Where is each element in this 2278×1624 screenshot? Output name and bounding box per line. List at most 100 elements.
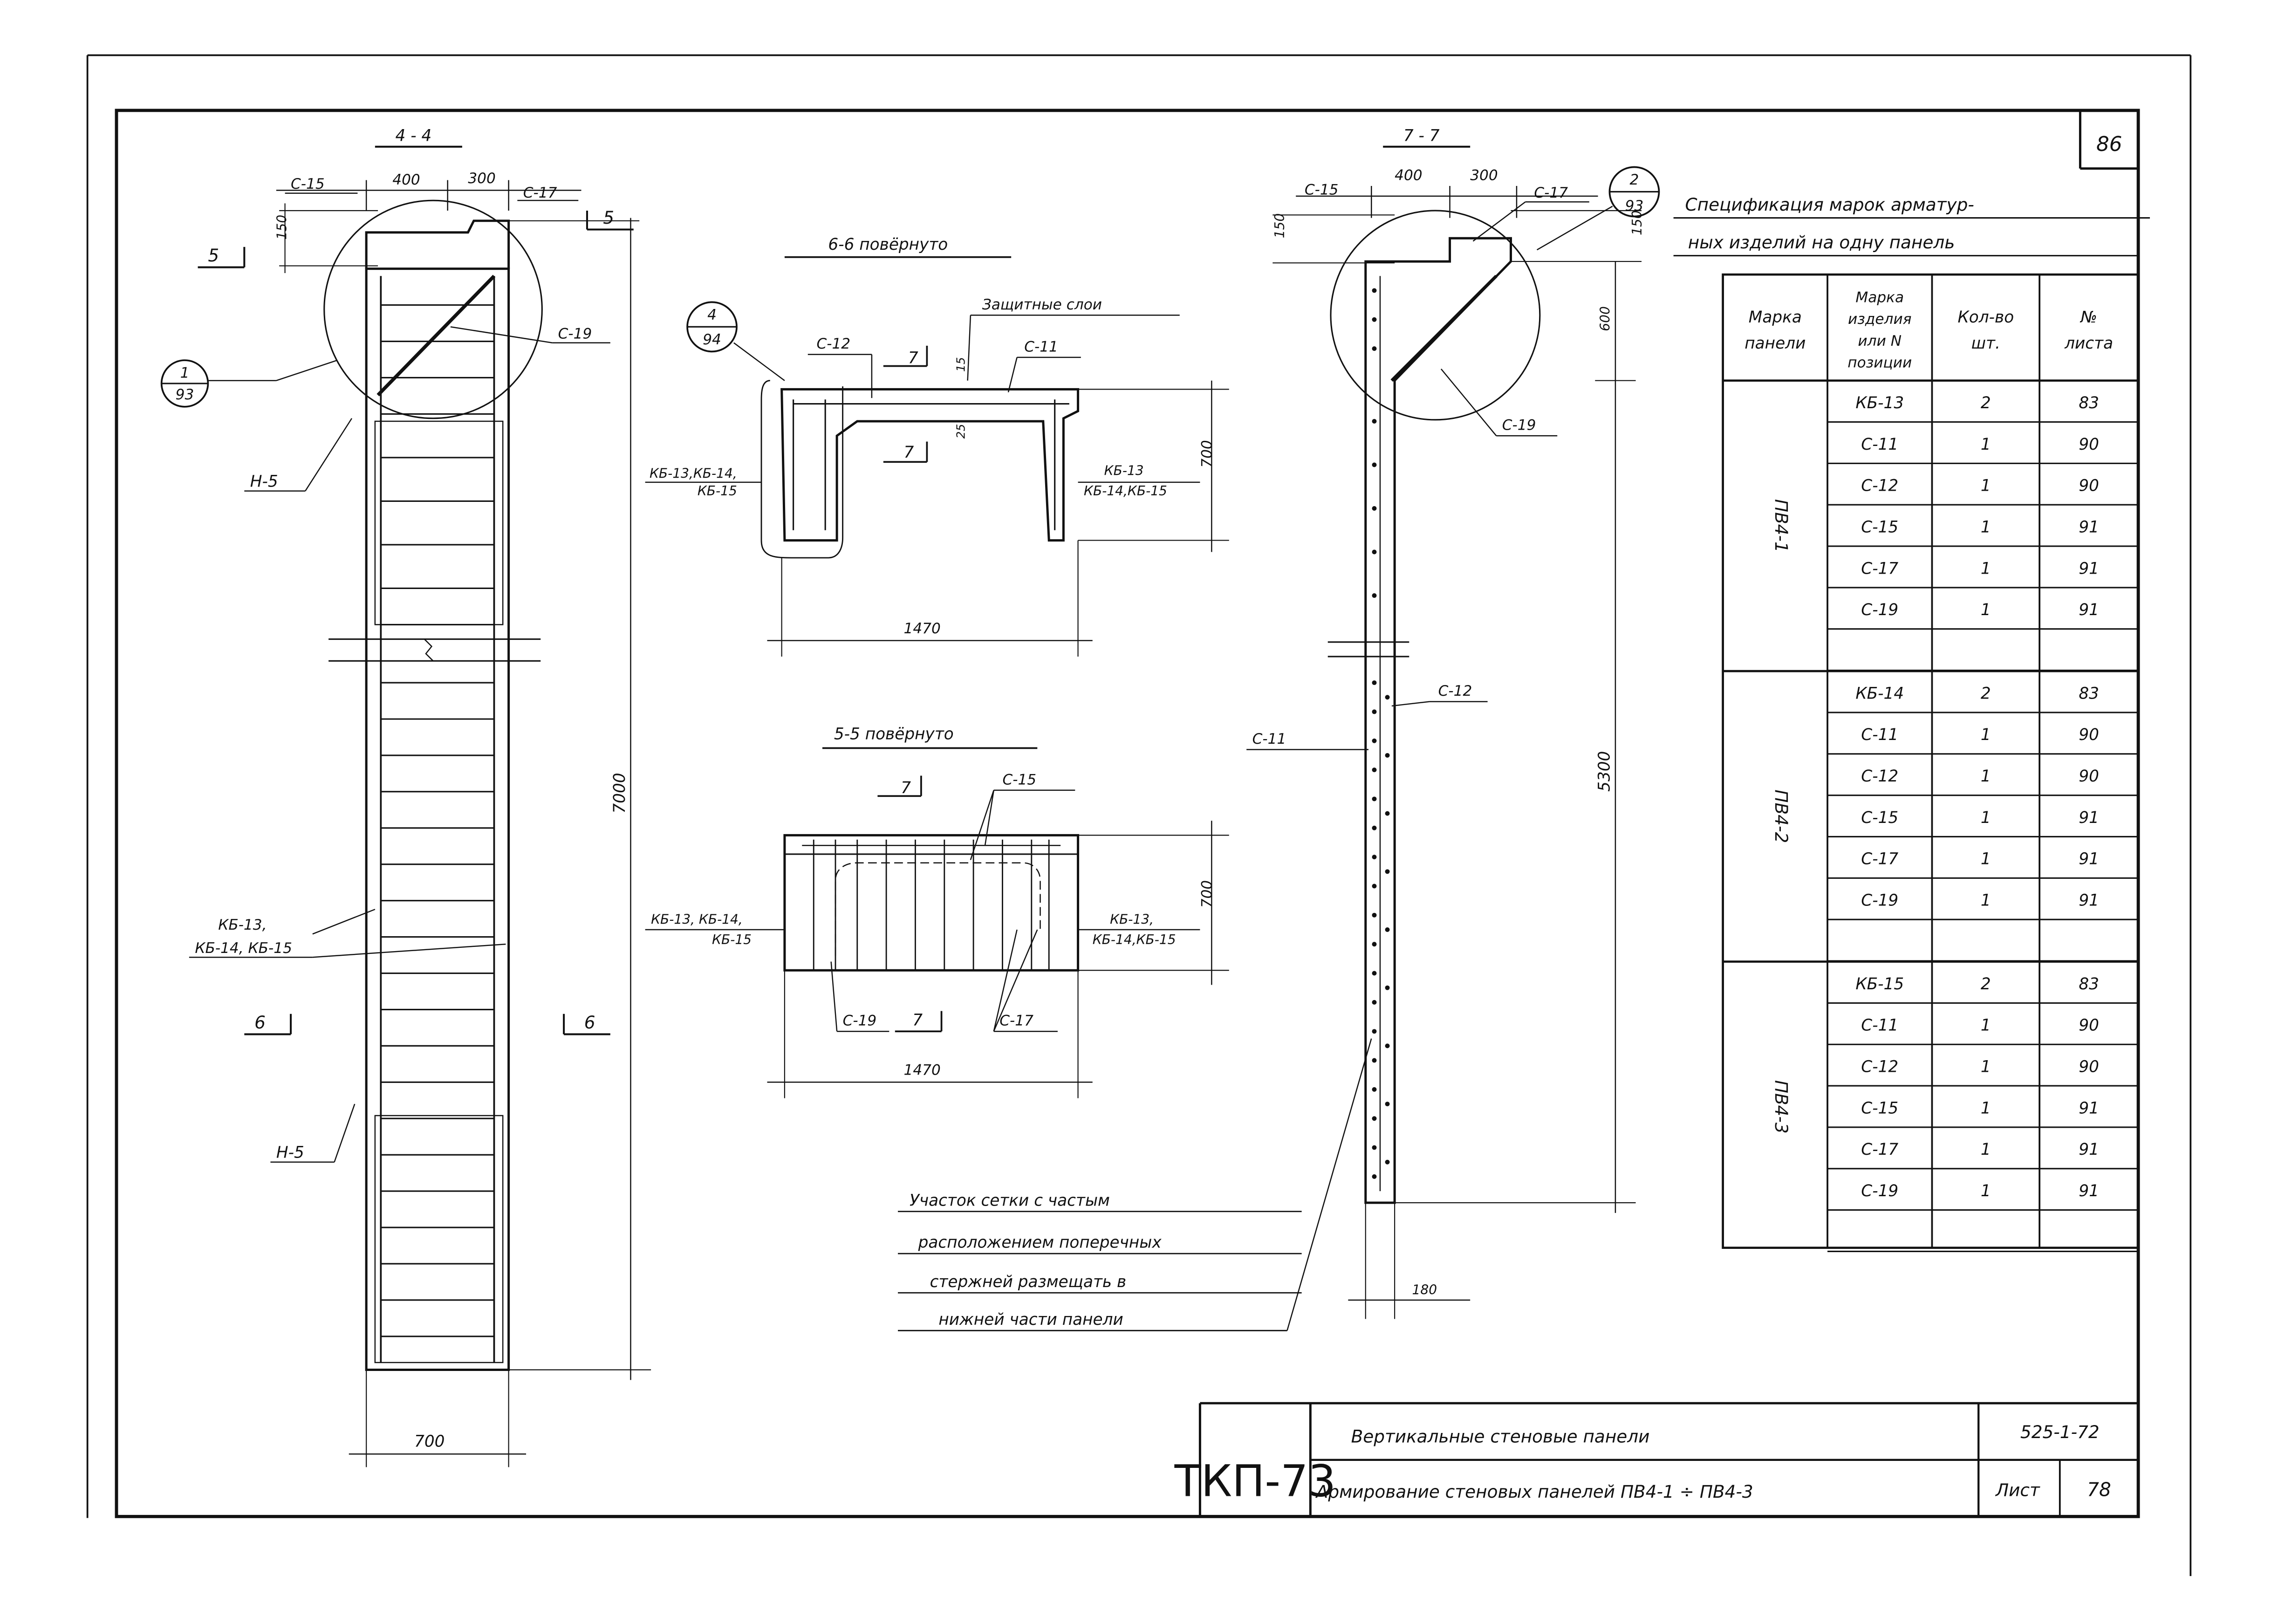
spec-h3b: шт. [1971, 334, 2000, 353]
label-n5-bottom: Н-5 [276, 1143, 304, 1162]
spec-cell: 91 [2079, 1099, 2099, 1117]
label-c15: С-15 [291, 176, 325, 192]
spec-cell: 91 [2079, 891, 2099, 910]
spec-cell: 91 [2079, 850, 2099, 869]
dim-150: 150 [274, 215, 290, 240]
dim-700-55: 700 [1198, 880, 1215, 908]
spec-cell: С-17 [1861, 850, 1898, 869]
spec-cell: 1 [1981, 518, 1991, 536]
section-6-6-title: 6-6 повёрнуто [828, 235, 948, 254]
spec-cell: С-11 [1861, 726, 1898, 744]
callout-2-bottom: 93 [1625, 198, 1644, 214]
spec-cell: 91 [2079, 1182, 2099, 1200]
note-line-4: нижней части панели [938, 1310, 1123, 1329]
spec-cell: 1 [1981, 477, 1991, 495]
label-c19-77: С-19 [1502, 417, 1536, 434]
spec-title-2: ных изделий на одну панель [1688, 232, 1955, 253]
spec-cell: С-19 [1861, 891, 1898, 910]
spec-header: Спецификация марок арматур- ных изделий … [1673, 194, 2150, 257]
dim-700-66: 700 [1198, 440, 1215, 467]
spec-cell: 1 [1981, 1140, 1991, 1159]
mark-7-top: 7 [908, 349, 918, 367]
kb-right-1: КБ-13 [1104, 463, 1144, 478]
mark-7-bottom: 7 [904, 443, 914, 462]
label-n5-top: Н-5 [250, 472, 278, 491]
spec-h2c: или N [1858, 333, 1902, 349]
label-kb-b: КБ-14, КБ-15 [195, 940, 292, 957]
spec-cell: С-15 [1861, 1099, 1898, 1117]
note-line-2: расположением поперечных [918, 1233, 1162, 1252]
section-7-7-title: 7 - 7 [1403, 126, 1440, 145]
spec-cell: 90 [2079, 477, 2099, 495]
spec-cell: 83 [2079, 394, 2099, 412]
label-c19-55: С-19 [843, 1013, 877, 1029]
spec-cell: 1 [1981, 891, 1991, 910]
spec-h4a: № [2080, 308, 2097, 327]
kb-right-2: КБ-14,КБ-15 [1084, 483, 1167, 499]
callout-1-top: 1 [180, 364, 190, 381]
spec-cell: С-15 [1861, 518, 1898, 536]
callout-4-bottom: 94 [703, 331, 721, 348]
spec-title-1: Спецификация марок арматур- [1685, 194, 1974, 215]
spec-panel-3: ПВ4-3 [1771, 1080, 1792, 1134]
dim-15: 15 [954, 357, 967, 372]
title-line-1: Вертикальные стеновые панели [1351, 1426, 1650, 1446]
spec-cell: 91 [2079, 559, 2099, 578]
spec-cell: С-19 [1861, 601, 1898, 619]
section-4-4-title: 4 - 4 [396, 126, 432, 145]
kb-left55-2: КБ-15 [712, 932, 752, 947]
spec-cell: 1 [1981, 1057, 1991, 1076]
spec-cell: 91 [2079, 1140, 2099, 1159]
label-c15-77: С-15 [1305, 182, 1339, 199]
spec-cell: 90 [2079, 1057, 2099, 1076]
spec-cell: 1 [1981, 1182, 1991, 1200]
kb-right55-2: КБ-14,КБ-15 [1093, 932, 1176, 947]
spec-cell: С-12 [1861, 767, 1898, 786]
title-code: 525-1-72 [2020, 1422, 2100, 1442]
label-c19: С-19 [558, 325, 592, 342]
spec-cell: 1 [1981, 850, 1991, 869]
spec-cell: 1 [1981, 809, 1991, 827]
dim-400-77: 400 [1395, 167, 1422, 184]
spec-cell: 2 [1981, 975, 1991, 994]
dim-150-77b: 150 [1629, 210, 1645, 235]
label-c15-55: С-15 [1002, 771, 1036, 788]
label-c11: С-11 [1024, 338, 1058, 355]
kb-left55-1: КБ-13, КБ-14, [651, 912, 743, 927]
spec-cell: 2 [1981, 394, 1991, 412]
spec-cell: 90 [2079, 767, 2099, 786]
dim-300-77: 300 [1470, 167, 1498, 184]
title-block: ТКП-73 Вертикальные стеновые панели Арми… [1174, 1402, 2139, 1517]
label-c11-77: С-11 [1252, 731, 1286, 747]
dim-400: 400 [392, 171, 420, 188]
spec-h2b: изделия [1848, 311, 1911, 328]
spec-panel-1: ПВ4-1 [1771, 499, 1792, 553]
callout-4-top: 4 [707, 307, 717, 323]
note-block: Участок сетки с частым расположением поп… [898, 1038, 1372, 1331]
stirrups [381, 304, 494, 1337]
label-c17: С-17 [523, 185, 557, 201]
mark-7-55-top: 7 [901, 779, 911, 797]
mark-6-left: 6 [254, 1012, 266, 1033]
dim-180-77: 180 [1412, 1282, 1437, 1297]
section-4-4: 4 - 4 400 300 С-15 С-17 150 5 5 [160, 126, 651, 1467]
spec-cell: 1 [1981, 767, 1991, 786]
note-line-3: стержней размещать в [930, 1273, 1127, 1291]
spec-cell: С-17 [1861, 559, 1898, 578]
title-sheet-label: Лист [1995, 1480, 2040, 1501]
dim-1470-55: 1470 [904, 1062, 941, 1079]
spec-cell: 90 [2079, 726, 2099, 744]
kb-left-1: КБ-13,КБ-14, [650, 466, 737, 481]
spec-h1b: панели [1744, 334, 1806, 353]
spec-cell: С-19 [1861, 1182, 1898, 1200]
dim-700: 700 [414, 1432, 445, 1451]
spec-cell: 91 [2079, 601, 2099, 619]
kb-right55-1: КБ-13, [1110, 912, 1154, 927]
note-line-1: Участок сетки с частым [910, 1191, 1110, 1210]
spec-cell: С-11 [1861, 1016, 1898, 1035]
label-kb-a: КБ-13, [218, 917, 267, 933]
spec-cell: 1 [1981, 435, 1991, 454]
spec-cell: С-12 [1861, 1057, 1898, 1076]
spec-cell: 1 [1981, 559, 1991, 578]
dim-300: 300 [468, 170, 495, 187]
